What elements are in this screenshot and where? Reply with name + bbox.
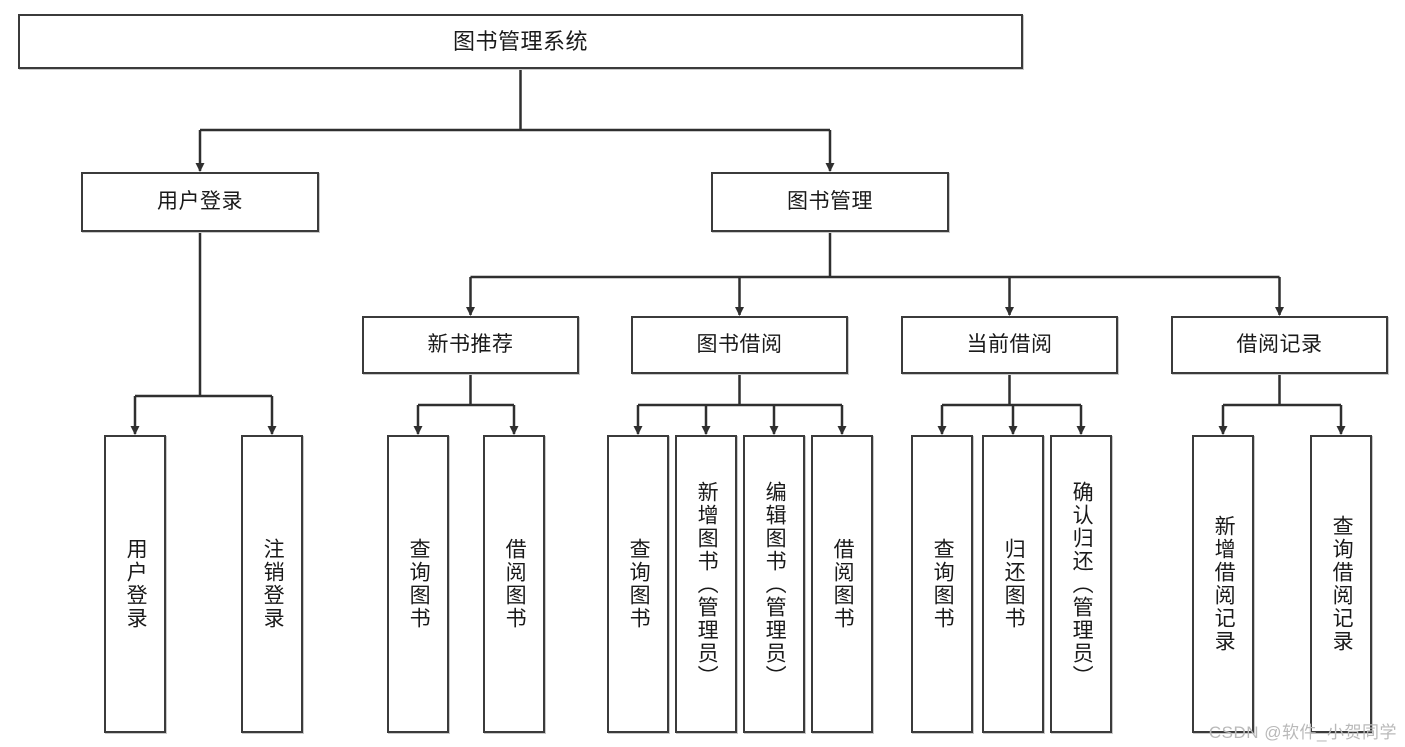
node-label-current-borrow: 当前借阅 [966,332,1053,356]
node-label-leaf-add-book: 新增图书（管理员） [695,480,719,688]
edge-group [130,69,1346,435]
node-label-leaf-query-book-1: 查询图书 [407,538,431,630]
node-leaf-query-book-1[interactable]: 查询图书 [387,435,449,733]
node-leaf-edit-book[interactable]: 编辑图书（管理员） [743,435,805,733]
node-leaf-user-login[interactable]: 用户登录 [104,435,166,733]
node-label-leaf-borrow-book-1: 借阅图书 [503,538,527,630]
node-current-borrow[interactable]: 当前借阅 [901,316,1118,374]
node-leaf-user-logout[interactable]: 注销登录 [241,435,303,733]
node-label-leaf-borrow-book-2: 借阅图书 [831,538,855,630]
node-root[interactable]: 图书管理系统 [18,14,1023,69]
watermark-text: CSDN @软件_小贺同学 [1208,723,1397,742]
node-label-book-manage: 图书管理 [787,189,873,213]
node-book-borrow[interactable]: 图书借阅 [631,316,848,374]
node-label-root: 图书管理系统 [452,28,588,54]
node-leaf-add-book[interactable]: 新增图书（管理员） [675,435,737,733]
node-leaf-borrow-book-1[interactable]: 借阅图书 [483,435,545,733]
node-book-manage[interactable]: 图书管理 [711,172,949,232]
node-label-new-book-rec: 新书推荐 [427,332,514,356]
node-leaf-return-book[interactable]: 归还图书 [982,435,1044,733]
node-label-leaf-edit-book: 编辑图书（管理员） [763,480,787,688]
node-leaf-query-record[interactable]: 查询借阅记录 [1310,435,1372,733]
node-label-leaf-add-record: 新增借阅记录 [1212,515,1236,653]
node-leaf-query-book-2[interactable]: 查询图书 [607,435,669,733]
node-leaf-confirm-return[interactable]: 确认归还（管理员） [1050,435,1112,733]
node-leaf-query-book-3[interactable]: 查询图书 [911,435,973,733]
node-label-leaf-user-login: 用户登录 [124,538,148,630]
node-new-book-rec[interactable]: 新书推荐 [362,316,579,374]
node-label-user-login: 用户登录 [157,189,243,213]
node-label-leaf-query-book-2: 查询图书 [627,538,651,630]
node-leaf-borrow-book-2[interactable]: 借阅图书 [811,435,873,733]
node-label-borrow-record: 借阅记录 [1236,332,1323,356]
node-label-leaf-query-book-3: 查询图书 [931,538,955,630]
node-user-login[interactable]: 用户登录 [81,172,319,232]
node-label-book-borrow: 图书借阅 [696,332,783,356]
node-label-leaf-user-logout: 注销登录 [261,538,285,630]
node-borrow-record[interactable]: 借阅记录 [1171,316,1388,374]
node-label-leaf-query-record: 查询借阅记录 [1330,515,1354,653]
node-leaf-add-record[interactable]: 新增借阅记录 [1192,435,1254,733]
node-label-leaf-return-book: 归还图书 [1002,538,1026,630]
node-label-leaf-confirm-return: 确认归还（管理员） [1070,480,1094,688]
